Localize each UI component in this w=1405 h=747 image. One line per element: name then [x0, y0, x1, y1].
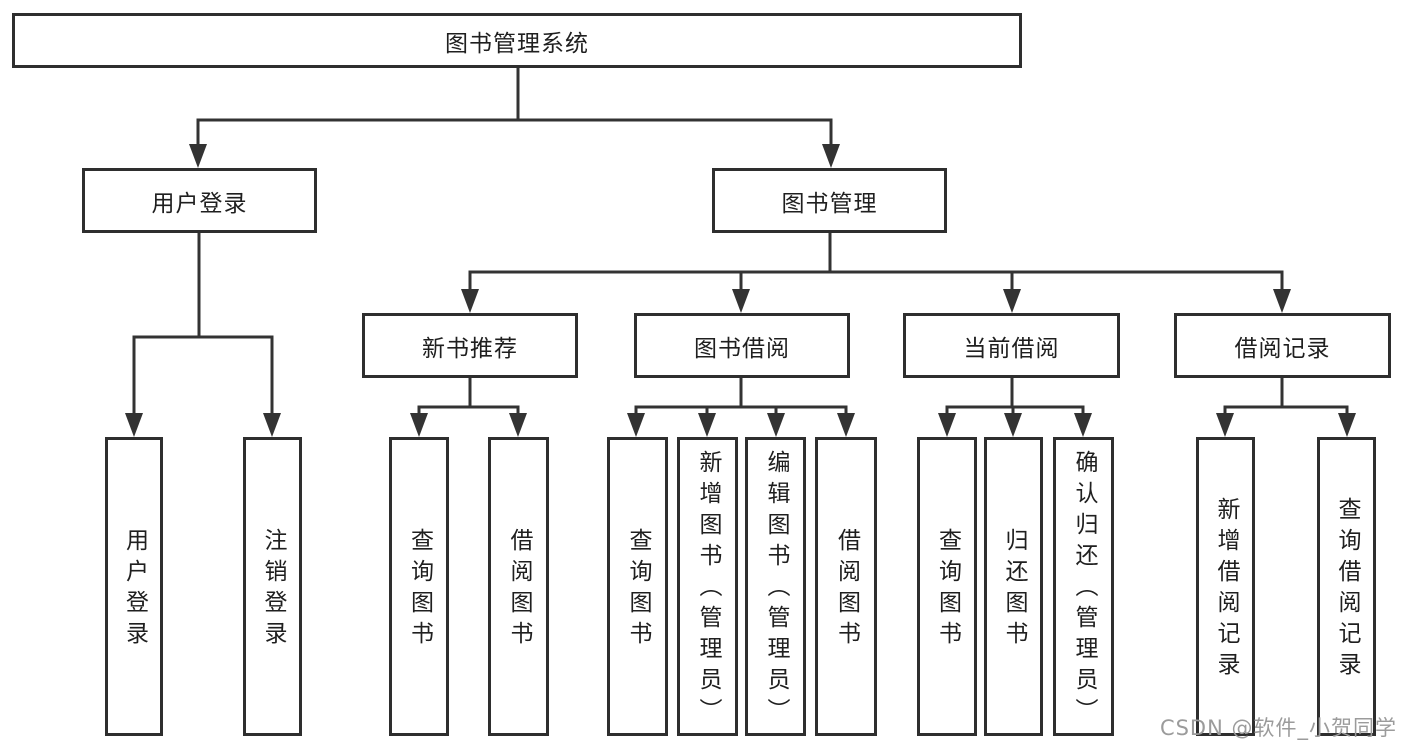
node-query-books-recommend: 查询图书 — [389, 437, 449, 736]
arrow-down-icon — [1004, 413, 1022, 437]
arrow-down-icon — [509, 413, 527, 437]
arrow-down-icon — [938, 413, 956, 437]
csdn-watermark: CSDN @软件_小贺同学 — [1159, 716, 1397, 740]
arrow-down-icon — [410, 413, 428, 437]
node-user-login: 用户登录 — [105, 437, 163, 736]
arrow-down-icon — [732, 289, 750, 313]
arrow-down-icon — [837, 413, 855, 437]
arrow-down-icon — [627, 413, 645, 437]
arrow-down-icon — [1273, 289, 1291, 313]
arrow-down-icon — [822, 144, 840, 168]
node-add-books-admin: 新增图书（管理员） — [677, 437, 738, 736]
arrow-down-icon — [1338, 413, 1356, 437]
arrow-down-icon — [461, 289, 479, 313]
node-query-borrow-record: 查询借阅记录 — [1317, 437, 1376, 736]
node-user-login-group: 用户登录 — [82, 168, 317, 233]
node-query-books-borrowing: 查询图书 — [607, 437, 668, 736]
arrow-down-icon — [1074, 413, 1092, 437]
arrow-down-icon — [189, 144, 207, 168]
arrowheads — [125, 144, 1356, 437]
node-edit-books-admin: 编辑图书（管理员） — [745, 437, 806, 736]
node-logout: 注销登录 — [243, 437, 302, 736]
arrow-down-icon — [698, 413, 716, 437]
node-book-management: 图书管理 — [712, 168, 947, 233]
node-library-system: 图书管理系统 — [12, 13, 1022, 68]
arrow-down-icon — [263, 413, 281, 437]
node-book-borrowing: 图书借阅 — [634, 313, 850, 378]
node-add-borrow-record: 新增借阅记录 — [1196, 437, 1255, 736]
node-borrow-books-recommend: 借阅图书 — [488, 437, 549, 736]
arrow-down-icon — [767, 413, 785, 437]
node-confirm-return-admin: 确认归还（管理员） — [1053, 437, 1114, 736]
node-return-books: 归还图书 — [984, 437, 1043, 736]
node-borrow-records: 借阅记录 — [1174, 313, 1391, 378]
arrow-down-icon — [1003, 289, 1021, 313]
arrow-down-icon — [1216, 413, 1234, 437]
tree-edges — [132, 68, 1349, 416]
arrow-down-icon — [125, 413, 143, 437]
node-query-books-current: 查询图书 — [917, 437, 977, 736]
node-current-borrowing: 当前借阅 — [903, 313, 1120, 378]
node-new-book-recommend: 新书推荐 — [362, 313, 578, 378]
node-borrow-books-borrowing: 借阅图书 — [815, 437, 877, 736]
